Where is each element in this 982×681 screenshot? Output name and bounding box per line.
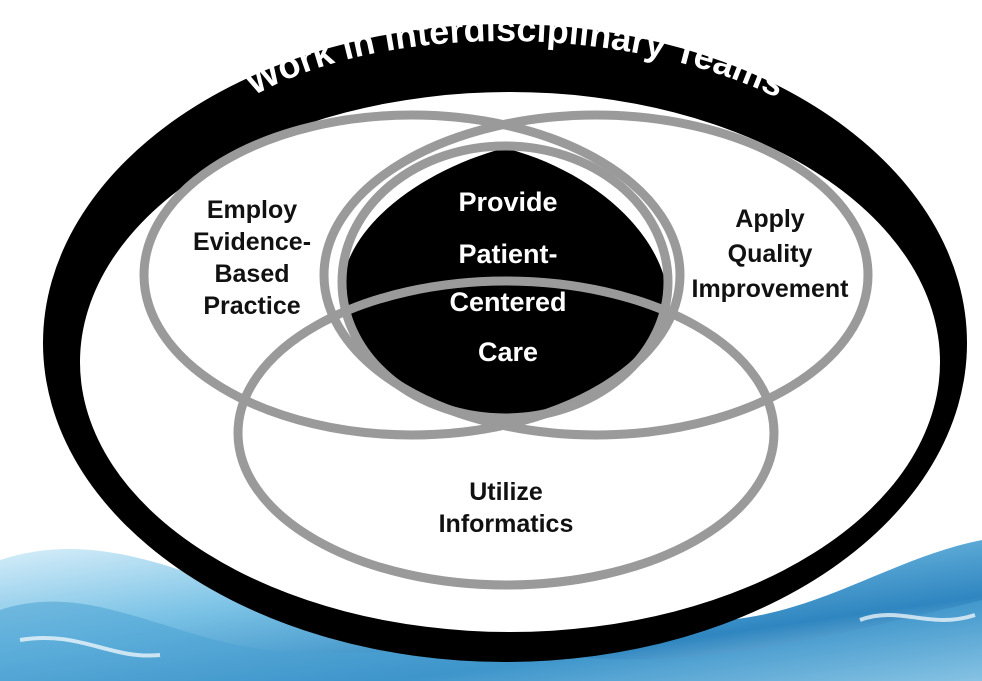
left-label-line-2: Evidence-: [193, 228, 311, 256]
right-circle-label: Apply Quality Improvement: [692, 205, 850, 303]
left-label-line-1: Employ: [207, 196, 297, 224]
bottom-circle-label: Utilize Informatics: [439, 478, 574, 538]
left-label-line-3: Based: [214, 260, 289, 288]
bottom-label-line-2: Informatics: [439, 510, 574, 538]
center-label: Provide Patient- Centered Care: [449, 187, 566, 367]
left-label-line-4: Practice: [203, 292, 300, 320]
right-circle: [319, 110, 873, 440]
right-label-line-1: Apply: [735, 205, 805, 233]
water-background: [0, 540, 982, 681]
center-label-line-2: Patient-: [458, 239, 557, 269]
right-label-line-3: Improvement: [692, 275, 850, 303]
left-circle: [139, 110, 685, 440]
center-label-line-3: Centered: [449, 287, 566, 317]
center-circle: [337, 141, 673, 423]
left-circle-label: Employ Evidence- Based Practice: [193, 196, 311, 320]
center-label-line-4: Care: [478, 337, 538, 367]
center-label-line-1: Provide: [458, 187, 557, 217]
right-label-line-2: Quality: [728, 240, 813, 268]
bottom-circle: [233, 276, 779, 590]
bottom-label-line-1: Utilize: [469, 478, 543, 506]
